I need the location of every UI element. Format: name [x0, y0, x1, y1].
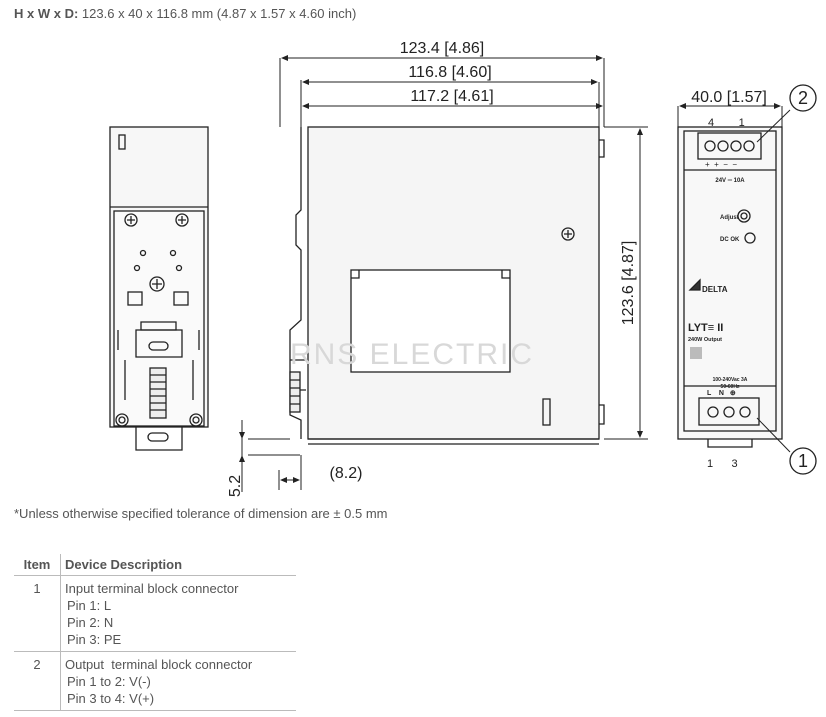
dim-height: 123.6 [4.87] [620, 241, 637, 326]
spec-label: H x W x D: [14, 6, 79, 21]
dim-body-depth-alt: 117.2 [4.61] [410, 88, 493, 105]
dim-width: 40.0 [1.57] [691, 89, 767, 106]
dimension-arrows [239, 55, 781, 483]
input-freq: 50-60Hz [721, 384, 740, 390]
row-description-cell: Input terminal block connector Pin 1: L … [60, 575, 296, 652]
output-pins-label: 4 1 [708, 117, 745, 129]
dimension-drawing: 123.4 [4.86] 116.8 [4.60] 117.2 [4.61] 4… [109, 40, 817, 497]
spec-line: H x W x D: 123.6 x 40 x 116.8 mm (4.87 x… [14, 6, 356, 21]
side-view-din-clip [109, 126, 209, 451]
row-description-cell: Output terminal block connector Pin 1 to… [60, 651, 296, 711]
callout-1-label: 1 [798, 451, 808, 471]
front-view-panel [677, 126, 783, 448]
pin-line: Pin 1 to 2: V(-) [67, 674, 151, 689]
callout-2-label: 2 [798, 88, 808, 108]
header-description: Device Description [60, 554, 296, 576]
spec-value: 123.6 x 40 x 116.8 mm (4.87 x 1.57 x 4.6… [81, 6, 357, 21]
device-description-table: Item Device Description 1 Input terminal… [14, 554, 296, 711]
dim-body-depth: 116.8 [4.60] [408, 64, 491, 81]
pin-line: Pin 1: L [67, 598, 112, 613]
dcok-label: DC OK [720, 237, 740, 243]
row-description: Input terminal block connector [65, 581, 239, 596]
pin-line: Pin 2: N [67, 615, 114, 630]
adjust-label: Adjust [720, 215, 739, 221]
tolerance-note: *Unless otherwise specified tolerance of… [14, 506, 388, 521]
dim-rail-offset: (8.2) [330, 465, 363, 482]
callout-1-circle [789, 447, 817, 475]
input-pins-label: 1 3 [707, 458, 738, 470]
table-row: 1 Input terminal block connector Pin 1: … [14, 575, 296, 652]
callout-2-circle [789, 84, 817, 112]
brand-logo: DELTA [702, 285, 728, 294]
input-rating: 100-240Vac 3A [713, 377, 748, 383]
dim-total-depth: 123.4 [4.86] [400, 40, 485, 57]
output-rating: 24V ═ 10A [715, 178, 745, 184]
output-polarity: + + − − [705, 160, 737, 169]
pin-line: Pin 3: PE [67, 632, 122, 647]
row-item: 2 [14, 651, 61, 711]
table-row: 2 Output terminal block connector Pin 1 … [14, 651, 296, 711]
row-item: 1 [14, 575, 61, 652]
model-name: LYT≡ II [688, 322, 723, 334]
header-item: Item [14, 554, 61, 576]
input-terminals: L N ⊕ [707, 390, 736, 397]
table-header-row: Item Device Description [14, 554, 296, 576]
row-description: Output terminal block connector [65, 657, 253, 672]
side-view-profile [289, 126, 605, 445]
model-sub: 240W Output [688, 337, 722, 343]
pin-line: Pin 3 to 4: V(+) [67, 691, 155, 706]
dim-rail-gap: 5.2 [227, 475, 244, 497]
watermark: RNS ELECTRIC [290, 338, 534, 371]
